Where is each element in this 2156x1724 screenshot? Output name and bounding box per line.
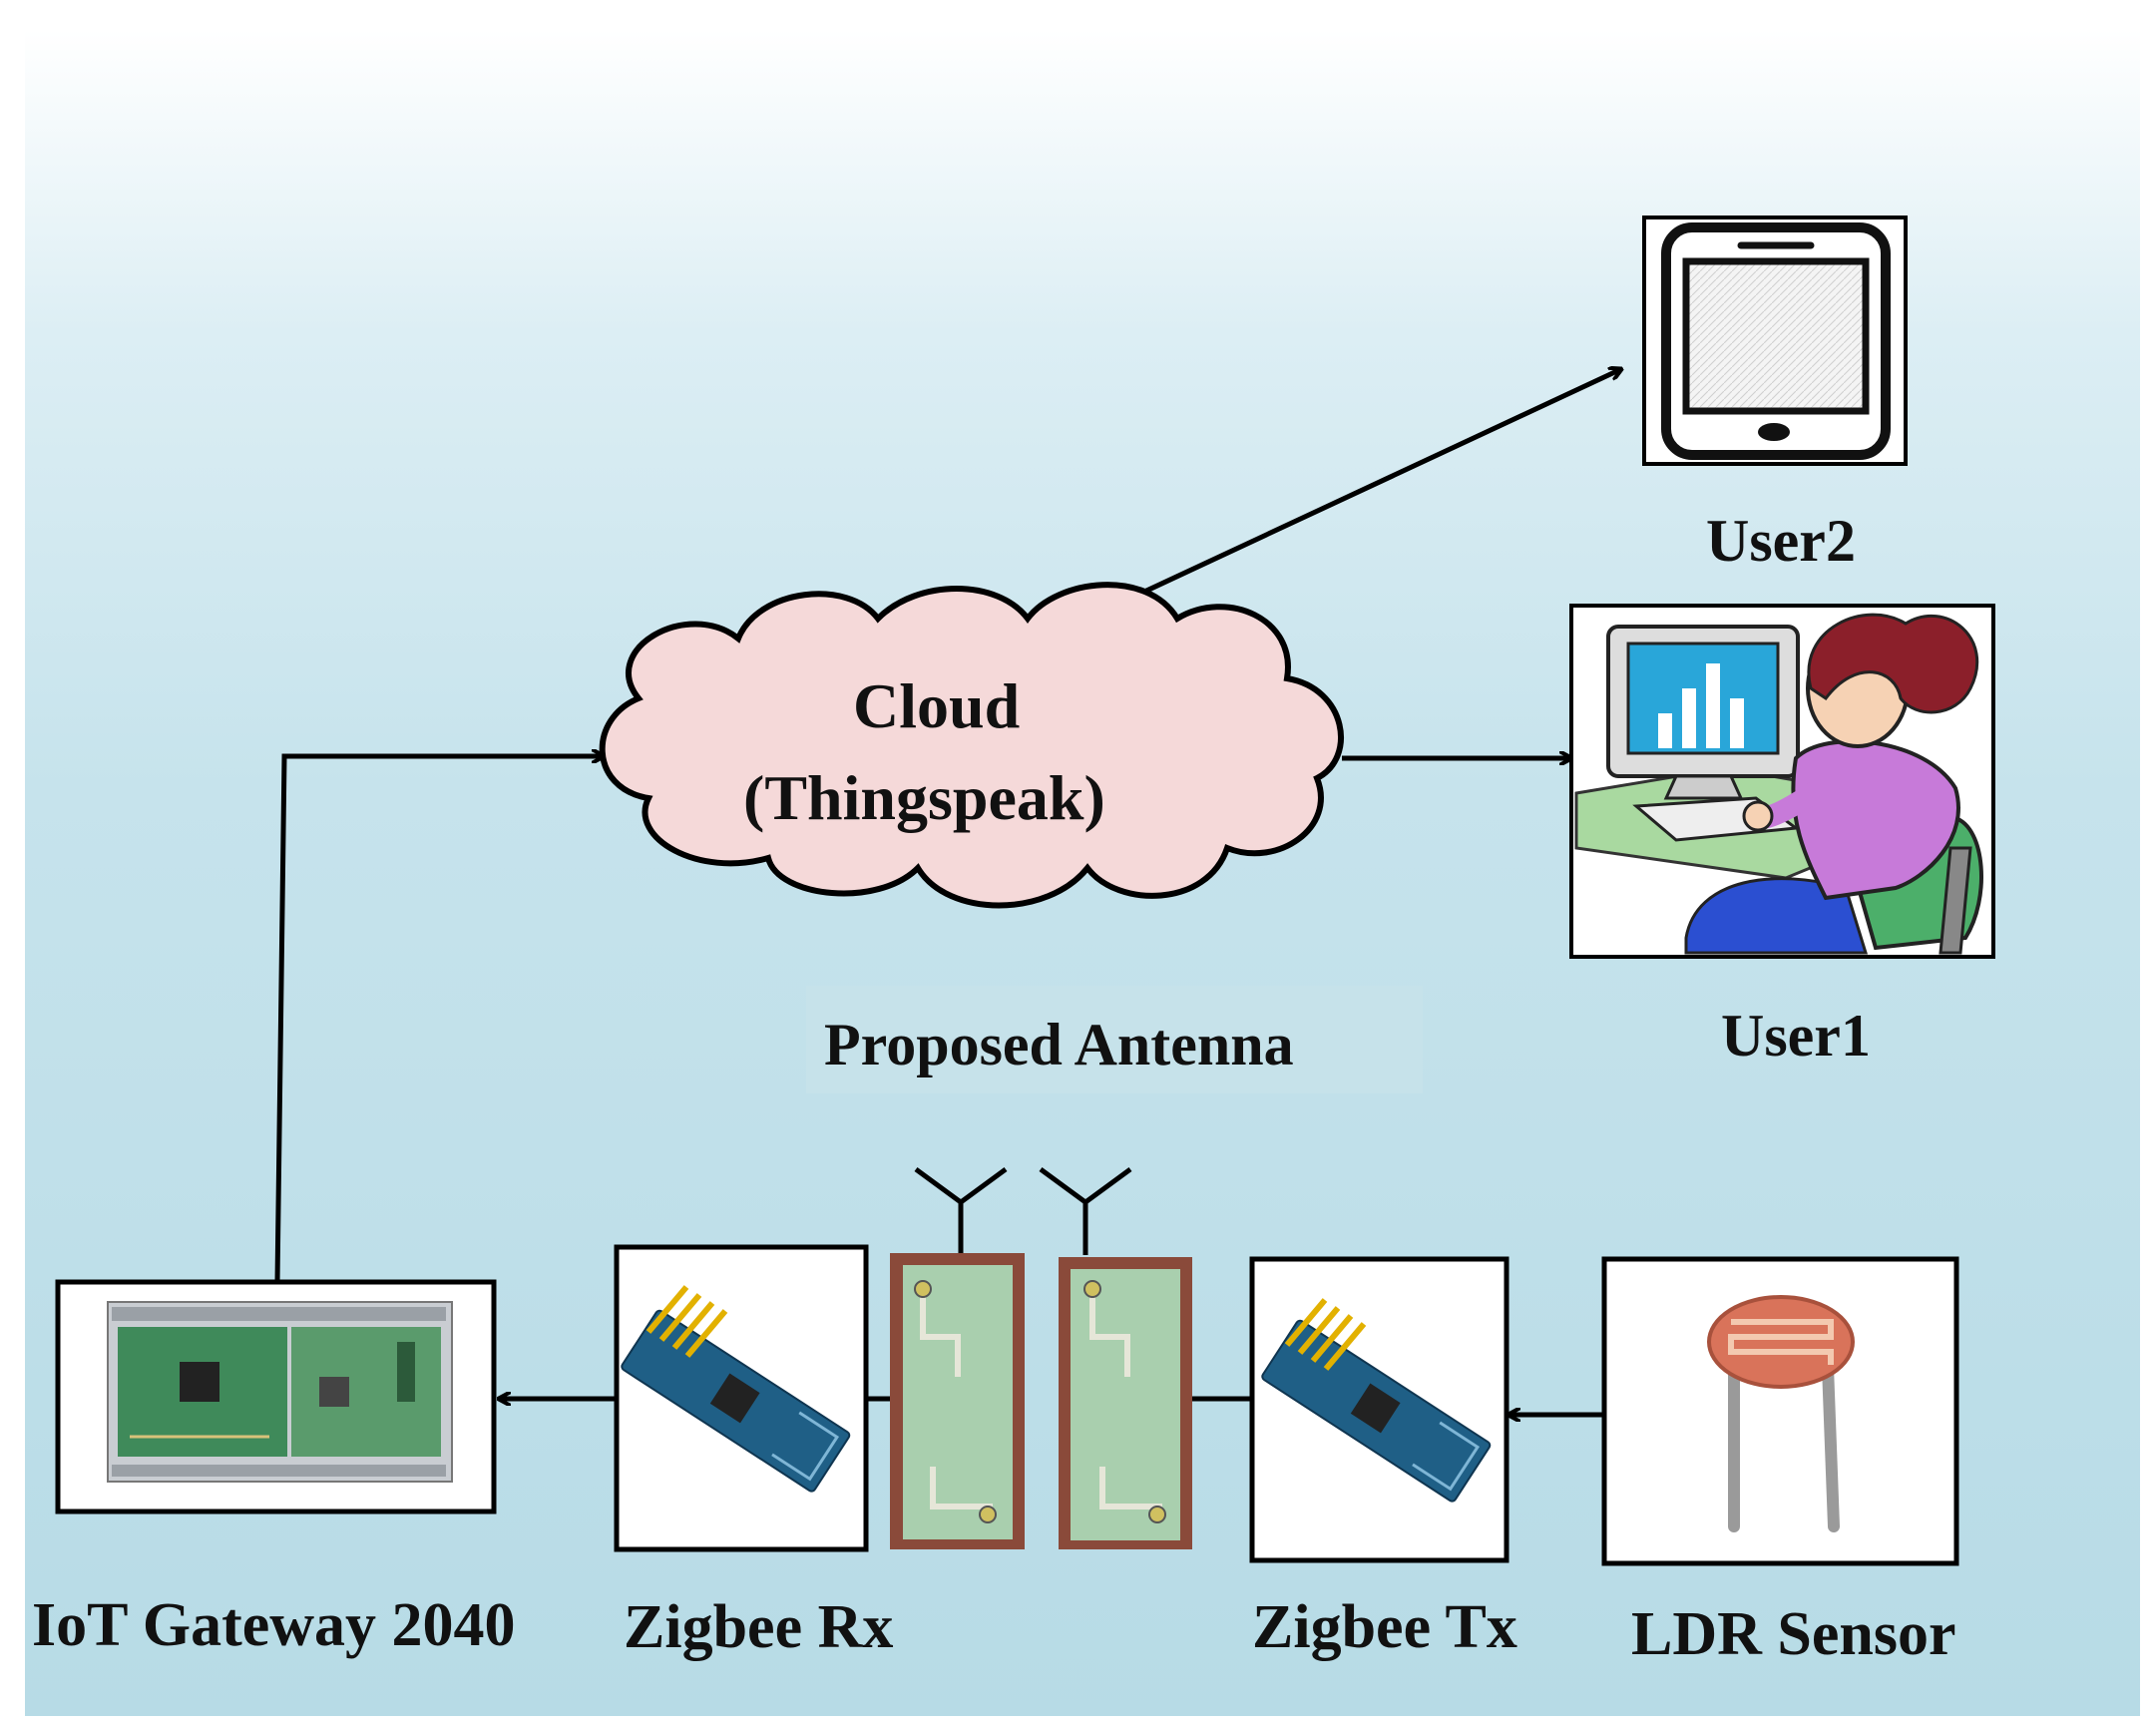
ldr-sensor-image <box>1601 1256 1959 1566</box>
zigbee-rx-label: Zigbee Rx <box>624 1593 894 1661</box>
antenna-tx-image <box>1039 1166 1192 1549</box>
cloud-subtitle: (Thingspeak) <box>743 762 1105 833</box>
zigbee-tx-label: Zigbee Tx <box>1252 1593 1517 1661</box>
connections <box>274 369 1621 1415</box>
zigbee-tx-module-image <box>1249 1256 1509 1563</box>
iot-gateway-label: IoT Gateway 2040 <box>32 1591 516 1659</box>
user1-label: User1 <box>1721 1003 1871 1069</box>
user1-computer-user-icon <box>1569 604 1995 959</box>
antenna-caption-background <box>806 986 1423 1093</box>
cloud-title: Cloud <box>853 670 1021 741</box>
user2-label: User2 <box>1706 508 1856 574</box>
gateway-to-cloud-arrow <box>274 756 604 1283</box>
iot-gateway-image <box>55 1279 497 1514</box>
cloud-to-user2-arrow <box>1110 369 1621 610</box>
antenna-rx-image <box>890 1166 1025 1549</box>
ldr-sensor-label: LDR Sensor <box>1631 1600 1956 1668</box>
zigbee-rx-module-image <box>614 1244 869 1552</box>
user2-phone-icon <box>1642 216 1908 466</box>
proposed-antenna-label: Proposed Antenna <box>824 1012 1294 1078</box>
cloud-shape <box>599 582 1344 909</box>
